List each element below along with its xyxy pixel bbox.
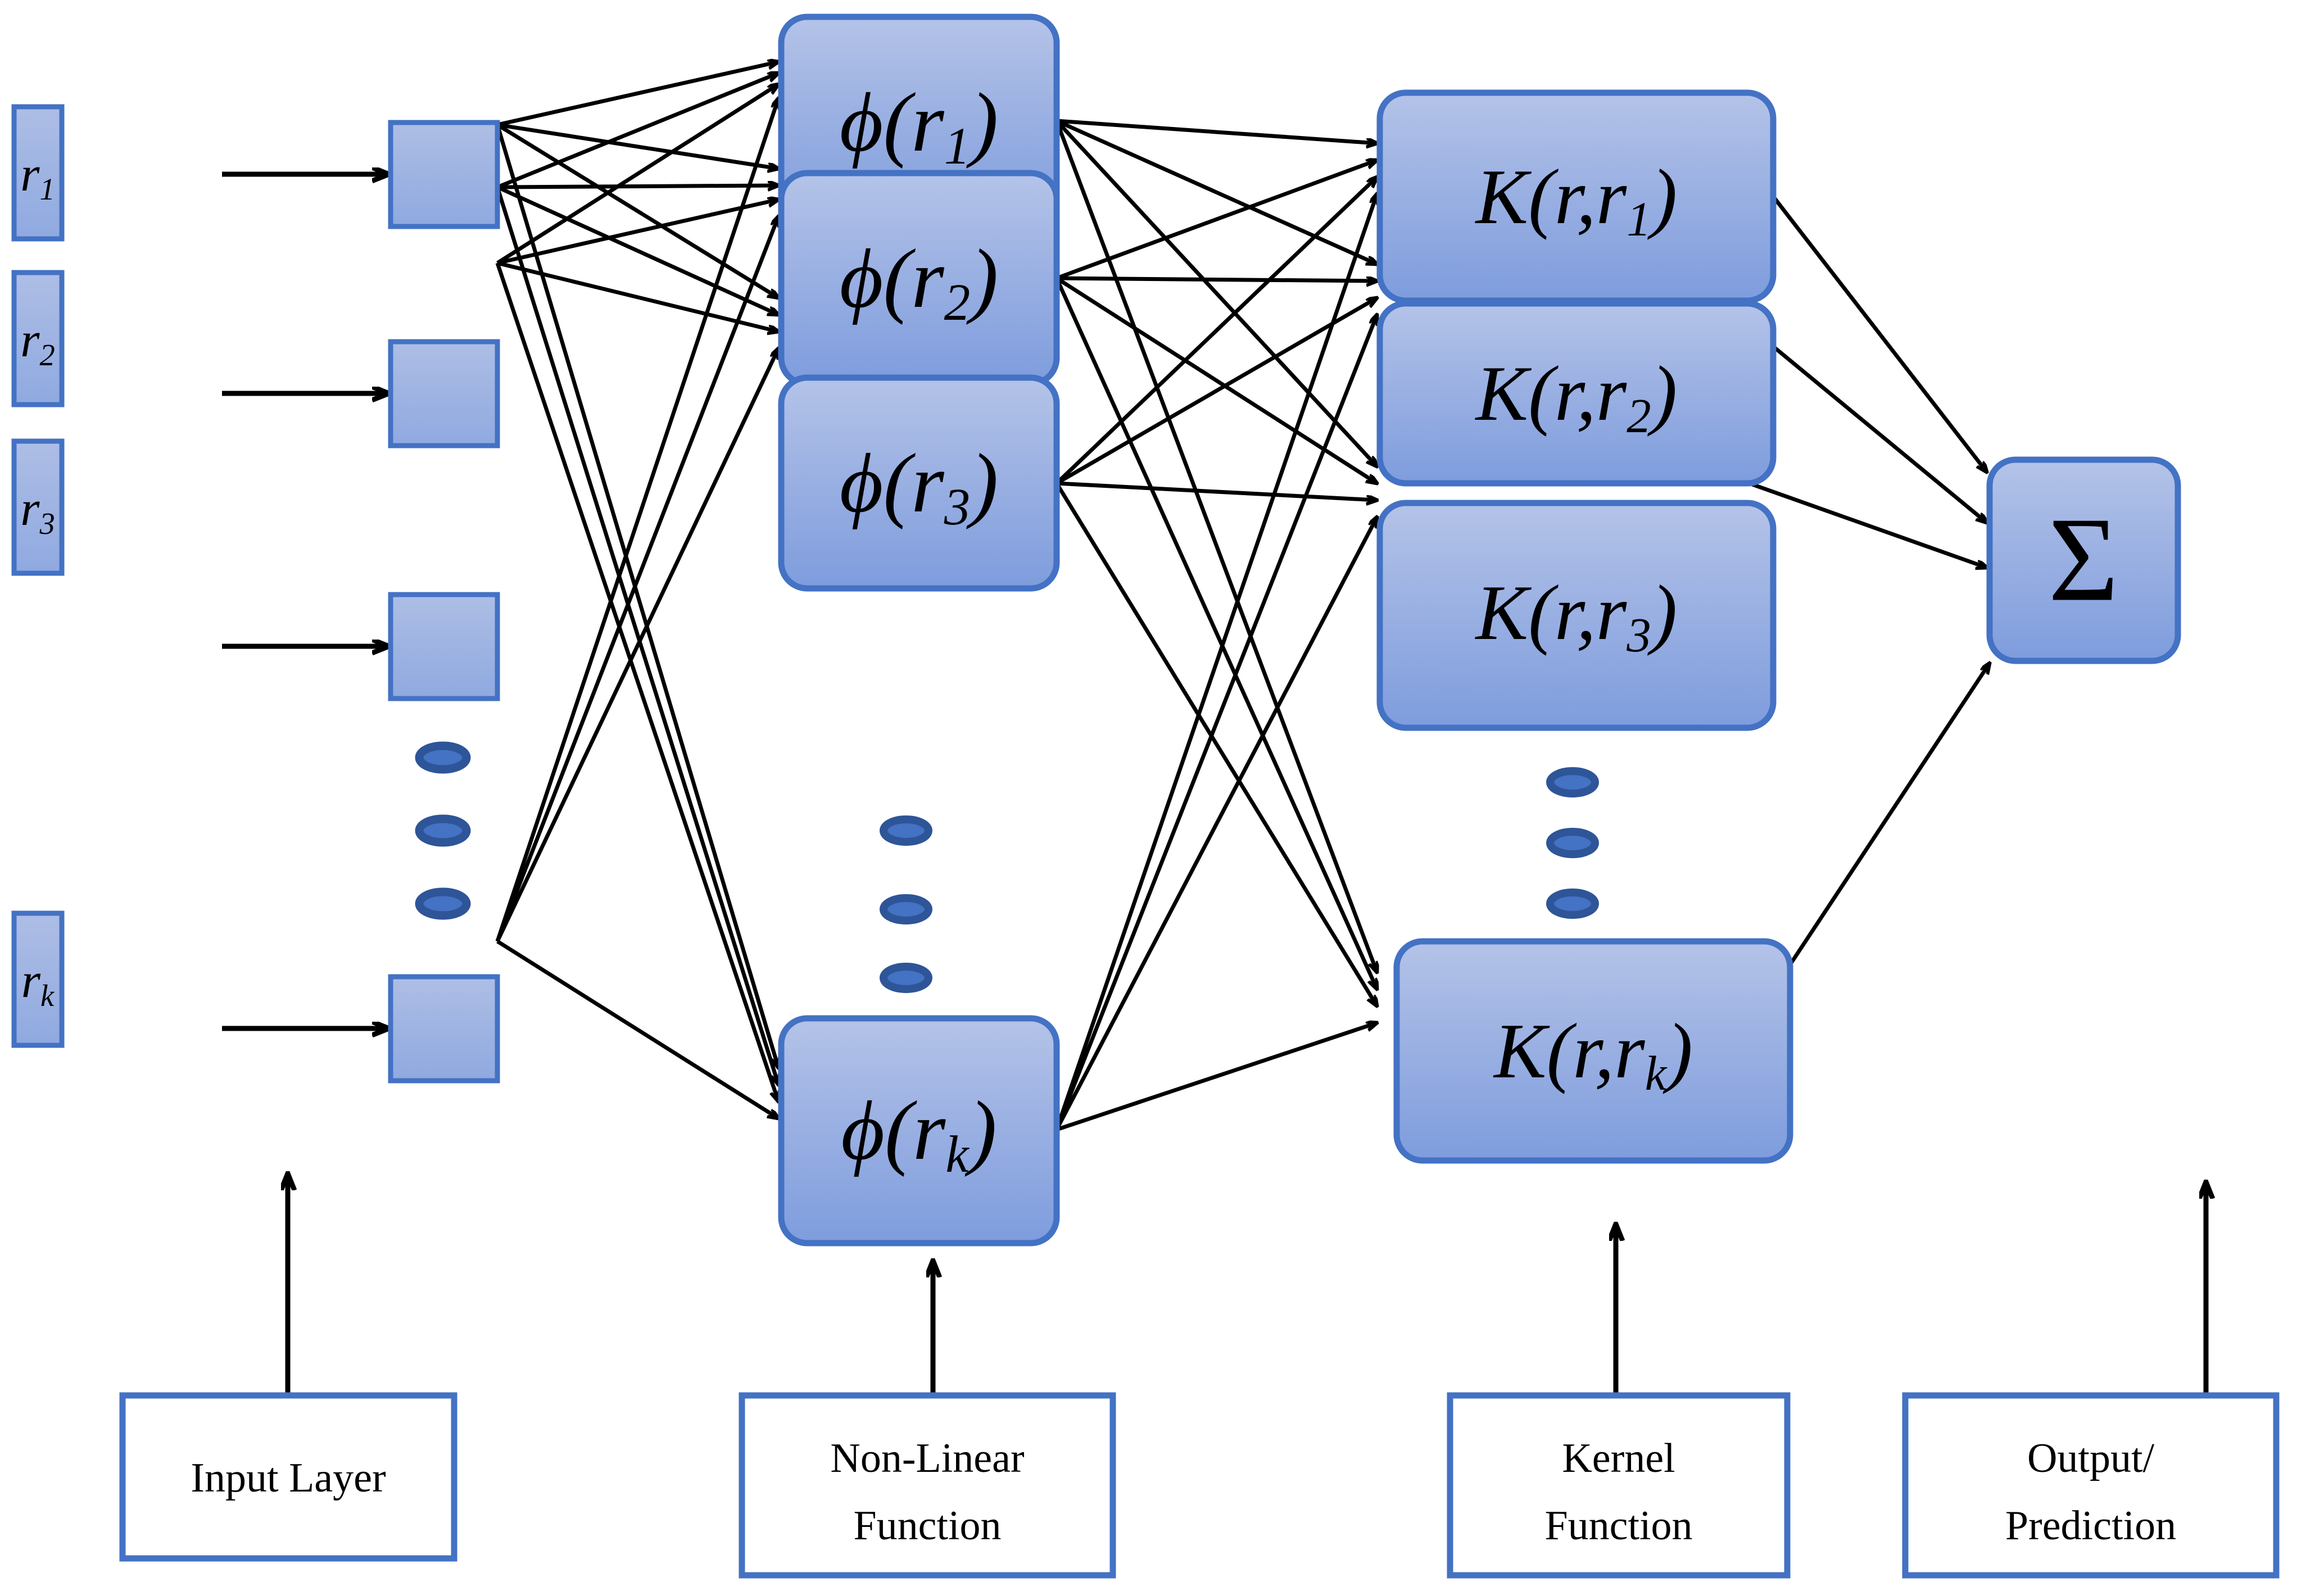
edges-phi-to-kernel [1054,119,1377,1132]
caption-box-input-layer[interactable]: Input Layer [119,1392,457,1562]
caption-line: Non-Linear [830,1435,1024,1481]
svg-text:K(r,rk): K(r,rk) [1493,1008,1693,1101]
kernel-node[interactable]: K(r,r1) [1376,89,1777,304]
svg-text:K(r,r2): K(r,r2) [1475,350,1678,443]
kernel-layer-group: K(r,r1) K(r,r2) K(r,r3) [1376,89,1793,1164]
fanout-squares-group [388,120,500,1084]
phi-node-fn: ϕ [840,437,884,530]
kernel-node-fn: K [1475,350,1532,437]
input-node[interactable]: rk [11,910,65,1048]
phi-node-arg: r [911,437,944,530]
input-node[interactable]: r2 [11,270,65,407]
caption-line: Kernel [1562,1435,1675,1481]
nonlinear-layer-group: ϕ(r1) ϕ(r2) ϕ(r3) [778,13,1060,1246]
kernel-node-sub: 2 [1627,389,1651,443]
caption-line: Input Layer [191,1455,386,1501]
caption-box-non-linear-function[interactable]: Non-Linear Function [739,1392,1116,1579]
phi-node-fn: ϕ [840,76,884,169]
phi-node-sub: 3 [944,478,971,536]
sum-node[interactable]: Σ [1986,456,2181,664]
svg-text:rk: rk [21,954,55,1013]
input-node[interactable]: r1 [11,104,65,242]
phi-node[interactable]: ϕ(r2) [778,170,1060,387]
input-node-label: r [20,482,40,536]
svg-text:r1: r1 [20,147,55,206]
phi-ellipsis [880,815,932,993]
fanout-ellipsis [415,741,471,920]
phi-node-arg: r [913,1084,946,1177]
input-node-sub: 2 [39,338,55,372]
svg-text:K(r,r3): K(r,r3) [1475,569,1678,663]
caption-line: Function [1544,1503,1692,1549]
kernel-ellipsis [1546,767,1599,919]
svg-text:ϕ(r2): ϕ(r2) [840,232,998,332]
input-node-sub: k [40,978,55,1013]
svg-text:ϕ(r3): ϕ(r3) [840,437,998,536]
phi-node-sub: 1 [944,117,971,175]
sum-symbol: Σ [2048,492,2118,627]
phi-node-fn: ϕ [840,232,884,325]
svg-text:ϕ(rk): ϕ(rk) [841,1084,996,1184]
svg-text:ϕ(r1): ϕ(r1) [840,76,998,175]
kernel-node-arg2: r [1596,569,1627,656]
kernel-node-arg2: r [1596,153,1627,241]
caption-line: Function [853,1503,1001,1549]
phi-node[interactable]: ϕ(rk) [778,1015,1060,1246]
kernel-node-sub: k [1645,1046,1668,1100]
kernel-node-arg2: r [1596,350,1627,437]
kernel-node[interactable]: K(r,r2) [1376,300,1777,487]
svg-text:r3: r3 [20,482,55,541]
fanout-square[interactable] [388,339,500,448]
kernel-node[interactable]: K(r,r3) [1376,500,1777,731]
kernel-node-fn: K [1475,153,1532,241]
phi-node-arg: r [911,232,944,325]
phi-node[interactable]: ϕ(r3) [778,374,1060,592]
fanout-square[interactable] [388,974,500,1084]
fanout-square[interactable] [388,120,500,229]
input-node-label: r [20,147,40,202]
edges-square-to-phi [495,62,778,1118]
phi-node-arg: r [911,76,944,169]
input-node-sub: 1 [39,172,55,206]
input-node-label: r [21,954,41,1008]
fanout-square[interactable] [388,592,500,701]
svg-text:K(r,r1): K(r,r1) [1475,153,1678,247]
input-node[interactable]: r3 [11,438,65,576]
input-node-label: r [20,313,40,368]
svg-text:r2: r2 [20,313,55,372]
phi-node-sub: 2 [944,274,971,332]
kernel-node[interactable]: K(r,rk) [1393,938,1793,1164]
caption-box-kernel-function[interactable]: Kernel Function [1447,1392,1791,1579]
caption-line: Output/ [2027,1435,2155,1481]
kernel-node-fn: K [1493,1008,1550,1095]
input-layer-group: r1 r2 r3 rk [11,104,65,1048]
caption-box-output-prediction[interactable]: Output/ Prediction [1902,1392,2280,1579]
caption-line: Prediction [2005,1503,2176,1549]
caption-connectors [288,1175,2206,1395]
arrows-input-to-square [222,174,388,1028]
phi-node-fn: ϕ [841,1084,885,1177]
caption-boxes-group: Input Layer Non-Linear Function Kernel F… [119,1392,2280,1579]
input-node-sub: 3 [39,506,55,541]
kernel-node-arg2: r [1614,1008,1645,1095]
kernel-node-fn: K [1475,569,1532,656]
phi-node-sub: k [945,1126,970,1184]
kernel-node-sub: 1 [1627,192,1651,246]
kernel-node-sub: 3 [1626,608,1651,662]
